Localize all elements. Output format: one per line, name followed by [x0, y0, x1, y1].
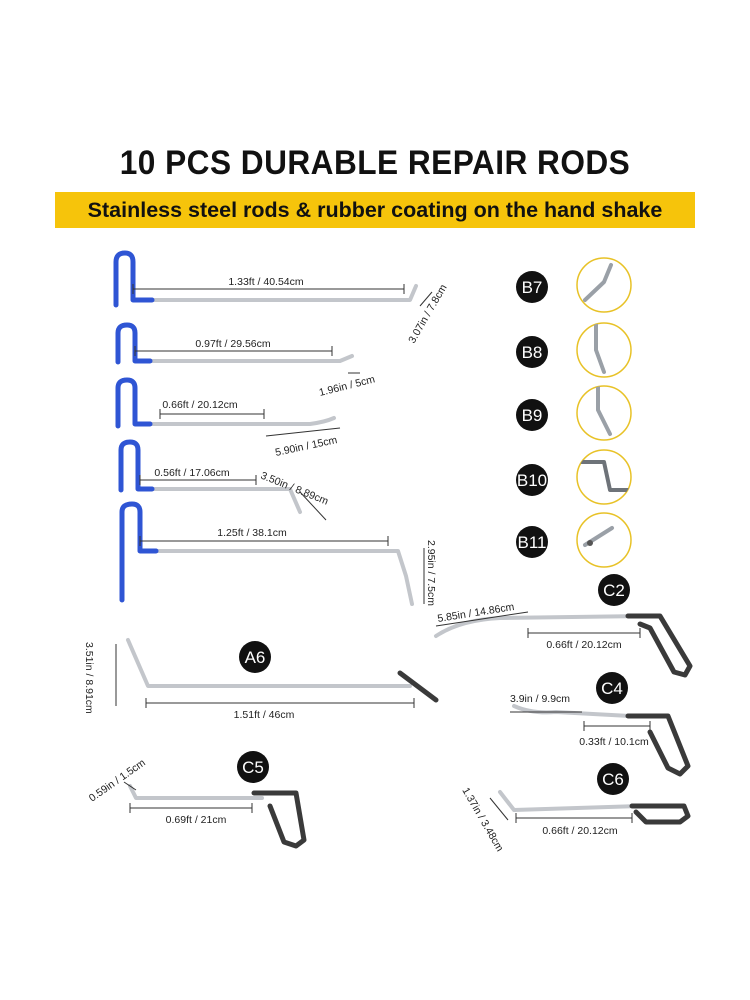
- blue-rod-2: 0.97ft / 29.56cm 1.96in / 5cm: [115, 322, 377, 399]
- tip-b11: B11: [516, 512, 632, 568]
- c2-length: 0.66ft / 20.12cm: [546, 639, 622, 651]
- blue-rod-3: 0.66ft / 20.12cm 5.90in / 15cm: [115, 377, 341, 459]
- badge-b11: B11: [518, 533, 547, 552]
- badge-c2: C2: [603, 581, 625, 600]
- rod-c2: C2 5.85in / 14.86cm 0.66ft / 20.12cm: [434, 574, 693, 678]
- a6-length: 1.51ft / 46cm: [234, 709, 295, 721]
- c5-length: 0.69ft / 21cm: [166, 814, 227, 826]
- rod-2-length: 0.97ft / 29.56cm: [195, 338, 271, 350]
- rod-c6: C6 1.37in / 3.48cm 0.66ft / 20.12cm: [459, 763, 691, 854]
- rod-5-length: 1.25ft / 38.1cm: [217, 527, 287, 539]
- page-title: 10 PCS DURABLE REPAIR RODS: [119, 144, 631, 182]
- rod-3-length: 0.66ft / 20.12cm: [162, 399, 238, 411]
- c6-tip: 1.37in / 3.48cm: [459, 786, 505, 854]
- c4-tip: 3.9in / 9.9cm: [510, 693, 570, 705]
- badge-b8: B8: [522, 343, 543, 362]
- rod-2-tip: 1.96in / 5cm: [318, 373, 377, 399]
- blue-rod-1: 1.33ft / 40.54cm 3.07in / 7.8cm: [113, 250, 450, 346]
- badge-c4: C4: [601, 679, 623, 698]
- rod-5-tip: 2.95in / 7.5cm: [425, 540, 437, 606]
- badge-b9: B9: [522, 406, 543, 425]
- badge-a6: A6: [245, 648, 266, 667]
- banner-text: Stainless steel rods & rubber coating on…: [87, 198, 663, 222]
- c4-length: 0.33ft / 10.1cm: [579, 736, 649, 748]
- badge-c5: C5: [242, 758, 264, 777]
- rod-a6: A6 3.51in / 8.91cm 1.51ft / 46cm: [83, 638, 439, 721]
- badge-b7: B7: [522, 278, 543, 297]
- tip-b7: B7: [516, 257, 632, 313]
- badge-c6: C6: [602, 770, 624, 789]
- rod-c5: C5 0.59in / 1.5cm 0.69ft / 21cm: [87, 751, 307, 849]
- tip-b9: B9: [516, 385, 632, 441]
- a6-tip: 3.51in / 8.91cm: [83, 642, 95, 714]
- c6-length: 0.66ft / 20.12cm: [542, 825, 618, 837]
- badge-b10: B10: [517, 471, 547, 490]
- rod-4-length: 0.56ft / 17.06cm: [154, 467, 230, 479]
- tip-b8: B8: [516, 322, 632, 378]
- rod-1-length: 1.33ft / 40.54cm: [228, 276, 304, 288]
- tip-b10: B10: [516, 449, 632, 505]
- blue-rod-5: 1.25ft / 38.1cm 2.95in / 7.5cm: [119, 501, 437, 606]
- yellow-banner: Stainless steel rods & rubber coating on…: [55, 192, 695, 228]
- rod-c4: C4 3.9in / 9.9cm 0.33ft / 10.1cm: [510, 672, 691, 777]
- rod-3-tip: 5.90in / 15cm: [274, 434, 338, 459]
